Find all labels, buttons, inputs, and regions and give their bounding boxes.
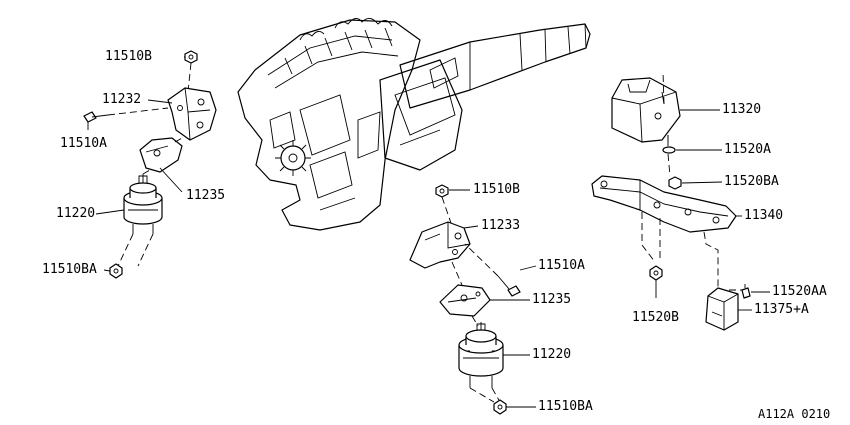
label-11235-left: 11235 bbox=[186, 188, 226, 203]
drawing-code: A112A 0210 bbox=[758, 407, 831, 421]
nut-11510ba-left bbox=[109, 263, 123, 279]
label-11510b-center: 11510B bbox=[473, 182, 520, 197]
label-11520b: 11520B bbox=[632, 310, 679, 325]
label-11320: 11320 bbox=[722, 102, 762, 117]
label-11220-left: 11220 bbox=[56, 206, 96, 221]
label-11233: 11233 bbox=[481, 218, 521, 233]
insulator-11320 bbox=[611, 77, 681, 143]
nut-11520b bbox=[649, 265, 663, 281]
nut-11510ba-center bbox=[493, 399, 507, 415]
bolt-11520a bbox=[662, 135, 676, 154]
label-11340: 11340 bbox=[744, 208, 784, 223]
label-11510a-left: 11510A bbox=[60, 136, 107, 151]
label-11232: 11232 bbox=[102, 92, 142, 107]
leader-lines bbox=[87, 56, 770, 408]
label-11510ba-center: 11510BA bbox=[538, 399, 593, 414]
bracket-11233 bbox=[409, 221, 471, 269]
label-11235-center: 11235 bbox=[532, 292, 572, 307]
bolt-11520aa bbox=[741, 284, 751, 299]
nut-11510b-left bbox=[184, 50, 198, 64]
engine-mount-11220-left bbox=[123, 174, 163, 234]
left-mount-group bbox=[83, 50, 217, 279]
nut-11520ba bbox=[668, 176, 682, 190]
label-11520ba: 11520BA bbox=[724, 174, 779, 189]
crossmember-11340 bbox=[591, 175, 737, 233]
bolt-11510a-left bbox=[83, 111, 109, 123]
label-11510b-left: 11510B bbox=[105, 49, 152, 64]
engine-transmission-illustration bbox=[237, 18, 591, 231]
label-11510a-center: 11510A bbox=[538, 258, 585, 273]
fan-icon bbox=[275, 140, 311, 176]
label-11520aa: 11520AA bbox=[772, 284, 827, 299]
bracket-11232 bbox=[167, 87, 217, 141]
block-11375a bbox=[705, 287, 739, 331]
label-11510ba-left: 11510BA bbox=[42, 262, 97, 277]
right-mount-group bbox=[591, 71, 751, 331]
engine-mount-11220-center bbox=[458, 322, 504, 388]
bolt-11510a-center bbox=[497, 275, 521, 297]
nut-11510b-center bbox=[435, 184, 449, 198]
label-11220-center: 11220 bbox=[532, 347, 572, 362]
insulator-11235-center bbox=[439, 284, 491, 317]
label-11375a: 11375+A bbox=[754, 302, 809, 317]
center-mount-group bbox=[409, 184, 521, 415]
heat-shield-11235-left bbox=[139, 137, 183, 173]
label-11520a: 11520A bbox=[724, 142, 771, 157]
